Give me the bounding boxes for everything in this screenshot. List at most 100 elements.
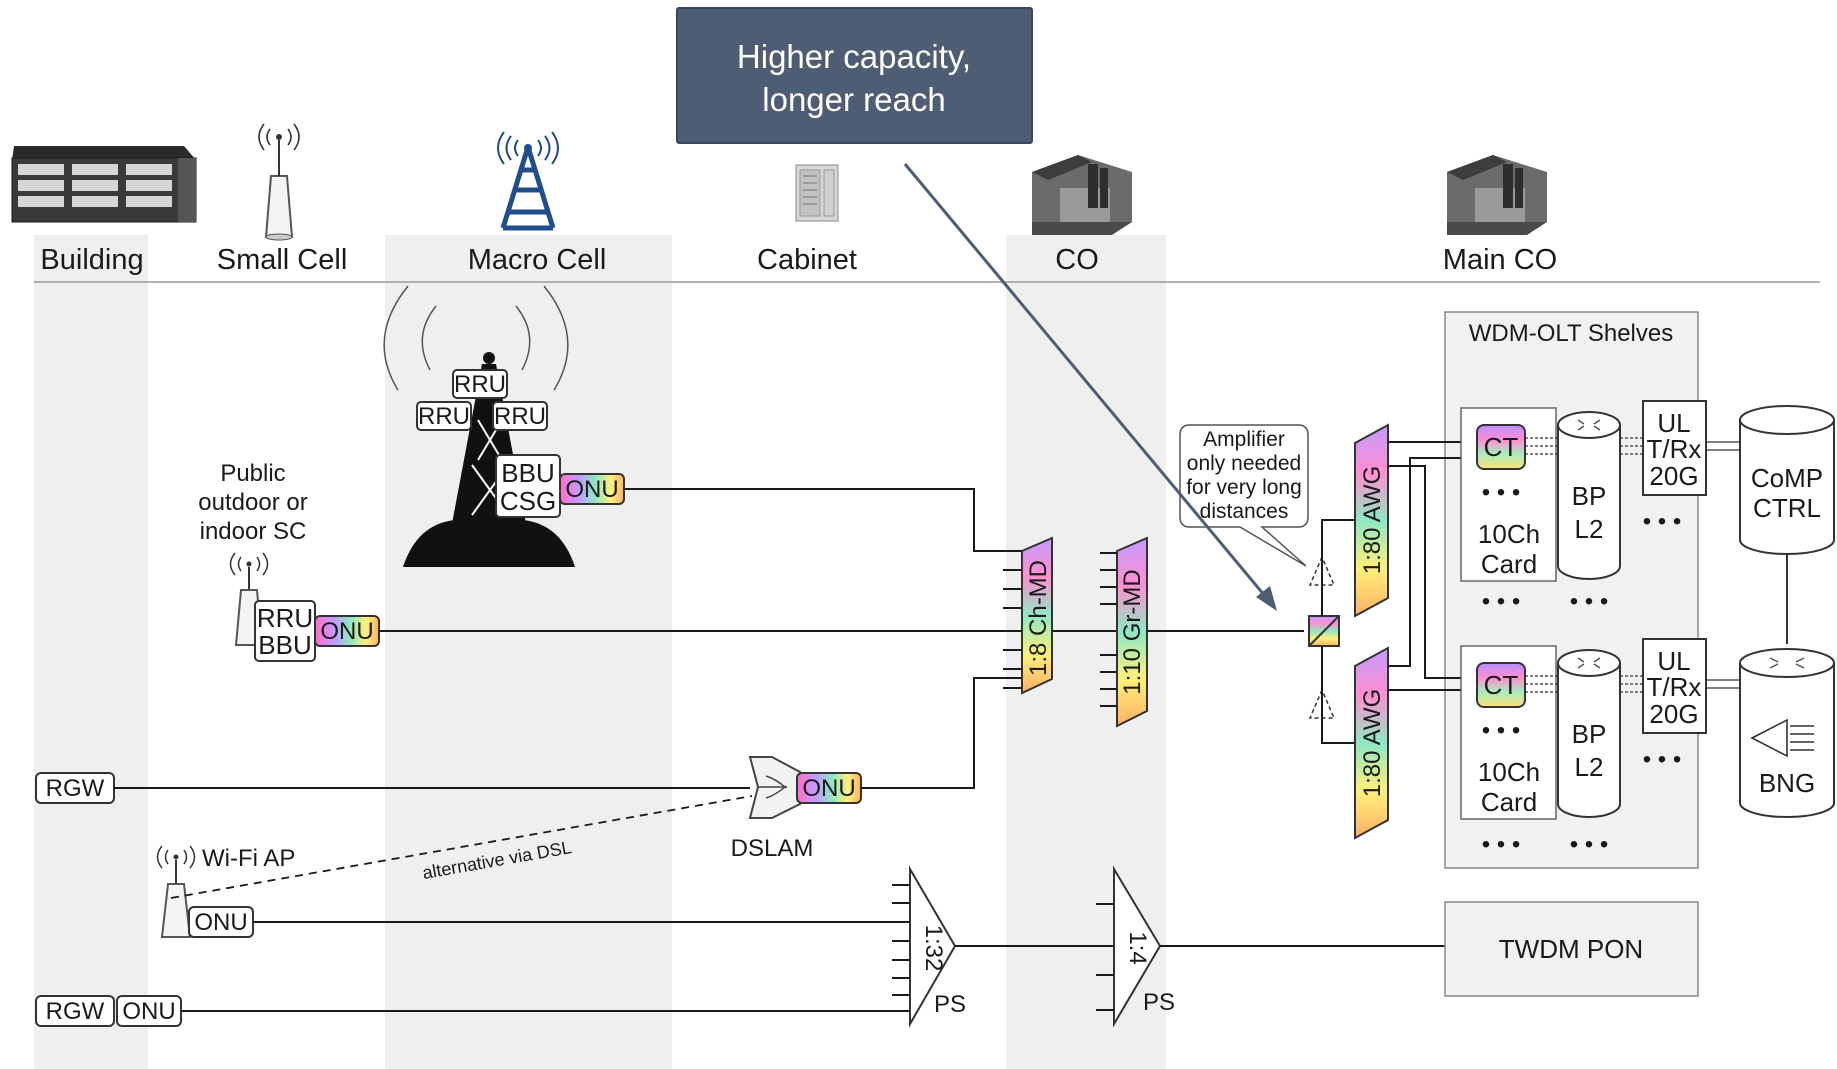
wifi-ap-label: Wi-Fi AP [202,845,295,872]
ul-2-box [1642,638,1707,734]
twdm-pon-label: TWDM PON [1499,934,1643,964]
wdm-olt-title: WDM-OLT Shelves [1469,320,1673,347]
ul-1-line3: 20G [1649,461,1698,491]
l2-1-label: L2 [1575,514,1604,544]
amplifier-note-line2: only needed [1187,452,1301,475]
main-co-building-icon [1447,155,1547,235]
building-column-shade [34,235,148,1069]
ch-md-label: 1:8 Ch-MD [1025,560,1052,676]
rru-left-box [416,401,472,431]
dsl-alternative-dashed-line [170,795,753,899]
comp-ctrl-cylinder [1739,405,1835,555]
public-sc-label-line2: outdoor or [198,489,307,516]
co-building-icon [1032,155,1132,235]
bng-router-cylinder [1739,648,1835,818]
shelf-2-bp-dots: • • • [1570,831,1609,858]
awg-top-label: 1:80 AWG [1359,466,1386,575]
rgw-label: RGW [46,775,105,802]
small-cell-column-label: Small Cell [217,244,348,276]
bng-label: BNG [1759,768,1815,798]
ul-1-box [1642,400,1707,496]
wifi-onu-label: ONU [194,909,247,936]
building-column-label: Building [40,244,143,276]
co-column-label: CO [1055,244,1099,276]
rru-top-box [452,369,508,399]
sc-bbu-label: BBU [258,630,311,660]
csg-label: CSG [500,486,556,516]
macro-onu-label: ONU [565,476,618,503]
splitter-1-4-ratio: 1:4 [1124,931,1151,964]
shelf-2-card-dots: • • • [1482,831,1521,858]
ul-2-line1: UL [1657,646,1690,676]
rru-right-label: RRU [494,403,546,430]
card-2-dots: • • • [1482,717,1521,744]
building-icon [11,146,197,223]
bbu-label: BBU [501,458,554,488]
shelf-1-ul-dots: • • • [1643,508,1682,535]
splitter-1-32 [892,865,1114,1028]
cabinet-column-label: Cabinet [757,244,857,276]
public-sc-label-line1: Public [220,460,285,487]
l2-2-label: L2 [1575,752,1604,782]
amplifier-note-line3: for very long [1186,476,1302,499]
amplifier-note-line4: distances [1200,500,1289,523]
ul-2-line2: T/Rx [1647,672,1702,702]
bp-2-label: BP [1572,719,1607,749]
ch-md-mux [1003,536,1117,695]
awg-bottom-label: 1:80 AWG [1359,689,1386,798]
awg-top [1354,423,1389,618]
macro-cell-column-shade [385,235,672,1069]
gr-md-label: 1:10 Gr-MD [1119,569,1146,694]
rru-top-label: RRU [454,371,506,398]
splitter-1-4-ps: PS [1143,989,1175,1016]
ct-1-label: CT [1484,432,1519,462]
ct-2-bp-links [1525,675,1643,693]
callout-line1: Higher capacity, [737,38,971,75]
capacity-callout [676,7,1277,611]
bp-1-label: BP [1572,481,1607,511]
comp-ctrl-line2: CTRL [1753,493,1821,523]
awg-bottom [1354,646,1389,840]
gr-md-mux [1100,536,1304,728]
amplifier-note-line1: Amplifier [1203,428,1285,451]
ct-1-bp-links [1525,437,1643,455]
macro-cell-tower-icon [497,131,559,231]
shelf-1-card-dots: • • • [1482,588,1521,615]
fiber-lines [114,488,1022,1012]
ct-2-box [1476,662,1526,708]
backplane-2 [1557,649,1621,818]
main-co-column-label: Main CO [1443,244,1557,276]
backplane-1 [1557,411,1621,580]
rru-right-box [492,401,548,431]
ul-1-line1: UL [1657,408,1690,438]
macro-cell-column-label: Macro Cell [468,244,607,276]
circulator-diagonal [1308,615,1340,647]
wifi-ap-icon [156,845,196,938]
sc-rru-label: RRU [257,603,313,633]
card-1-line1: 10Ch [1478,519,1540,549]
splitter-1-4 [1096,865,1445,1028]
sc-onu-label: ONU [320,618,373,645]
callout-line2: longer reach [762,81,945,118]
small-cell-icon [258,123,300,241]
ul-1-line2: T/Rx [1647,434,1702,464]
dslam-onu-label: ONU [802,775,855,802]
shelf-2-ul-dots: • • • [1643,746,1682,773]
dslam-icon [748,756,801,819]
ul-2-line3: 20G [1649,699,1698,729]
dslam-label: DSLAM [731,835,814,862]
rgw-2-label: RGW [46,998,105,1025]
splitter-1-32-ratio: 1:32 [920,925,947,972]
ct-1-box [1476,424,1526,470]
shelf-1-bp-dots: • • • [1570,588,1609,615]
ct-2-label: CT [1484,670,1519,700]
public-sc-label-line3: indoor SC [200,518,307,545]
card-1-dots: • • • [1482,479,1521,506]
comp-ctrl-line1: CoMP [1751,463,1823,493]
twdm-pon-box [1444,901,1699,997]
cabinet-icon [795,164,839,222]
rgw-2-onu-label: ONU [122,998,175,1025]
rru-left-label: RRU [418,403,470,430]
